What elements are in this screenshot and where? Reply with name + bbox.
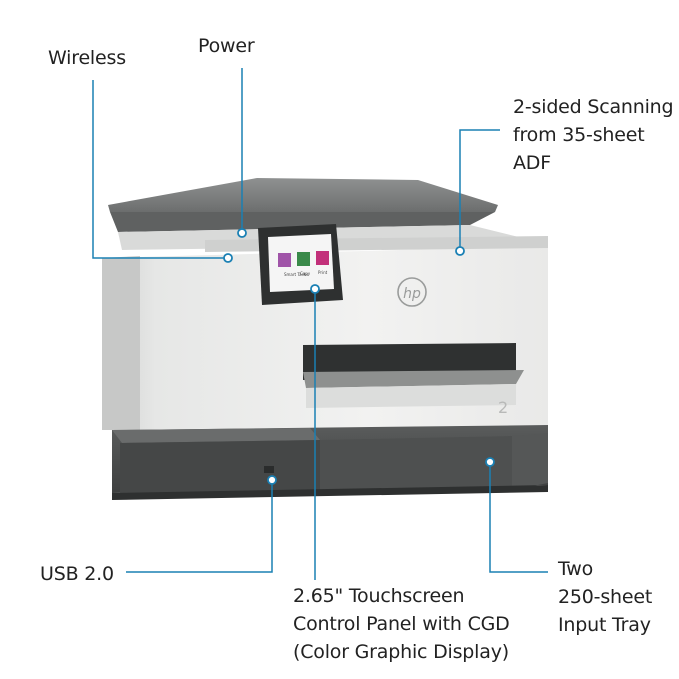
scanning-callout-line — [459, 129, 500, 251]
tray-label: Two 250-sheet Input Tray — [558, 555, 652, 639]
scanning-dot — [455, 246, 465, 256]
usb-callout-line — [126, 480, 273, 573]
callout-dots — [223, 228, 495, 485]
usb-dot — [267, 475, 277, 485]
smart-tasks-icon — [278, 253, 291, 267]
scanning-label: 2-sided Scanning from 35-sheet ADF — [513, 93, 674, 177]
scanning-label-line: from 35-sheet — [513, 124, 645, 146]
svg-text:hp: hp — [403, 286, 421, 302]
power-dot — [237, 228, 247, 238]
touchscreen-label-line: 2.65" Touchscreen — [293, 585, 465, 607]
tray-callout-line — [489, 462, 548, 573]
scanning-label-line: 2-sided Scanning — [513, 96, 674, 118]
tray-number: 2 — [498, 398, 508, 417]
tray-label-line: Two — [558, 558, 594, 580]
usb-port — [264, 466, 274, 473]
touchscreen-dot — [310, 284, 320, 294]
tray-label-line: Input Tray — [558, 614, 651, 636]
screen-label-smart: Smart Tasks — [284, 272, 308, 277]
touchscreen-panel: Smart Tasks Copy Print — [258, 224, 343, 305]
print-icon — [316, 251, 329, 265]
touchscreen-label-line: (Color Graphic Display) — [293, 641, 509, 663]
screen-label-copy: Copy — [300, 271, 311, 276]
copy-icon — [297, 252, 310, 266]
callout-lines — [92, 68, 548, 580]
input-tray-base — [112, 425, 548, 500]
usb-label: USB 2.0 — [40, 563, 114, 585]
tray-dot — [485, 457, 495, 467]
touchscreen-label: 2.65" Touchscreen Control Panel with CGD… — [293, 582, 510, 666]
wireless-label: Wireless — [48, 47, 126, 69]
scanning-label-line: ADF — [513, 152, 551, 174]
wireless-dot — [223, 253, 233, 263]
hp-logo: hp — [397, 277, 427, 307]
touchscreen-label-line: Control Panel with CGD — [293, 613, 510, 635]
screen-label-print: Print — [318, 270, 328, 275]
wireless-callout-line — [92, 80, 226, 259]
power-label: Power — [198, 35, 255, 57]
printer-body — [102, 236, 548, 436]
tray-label-line: 250-sheet — [558, 586, 653, 608]
